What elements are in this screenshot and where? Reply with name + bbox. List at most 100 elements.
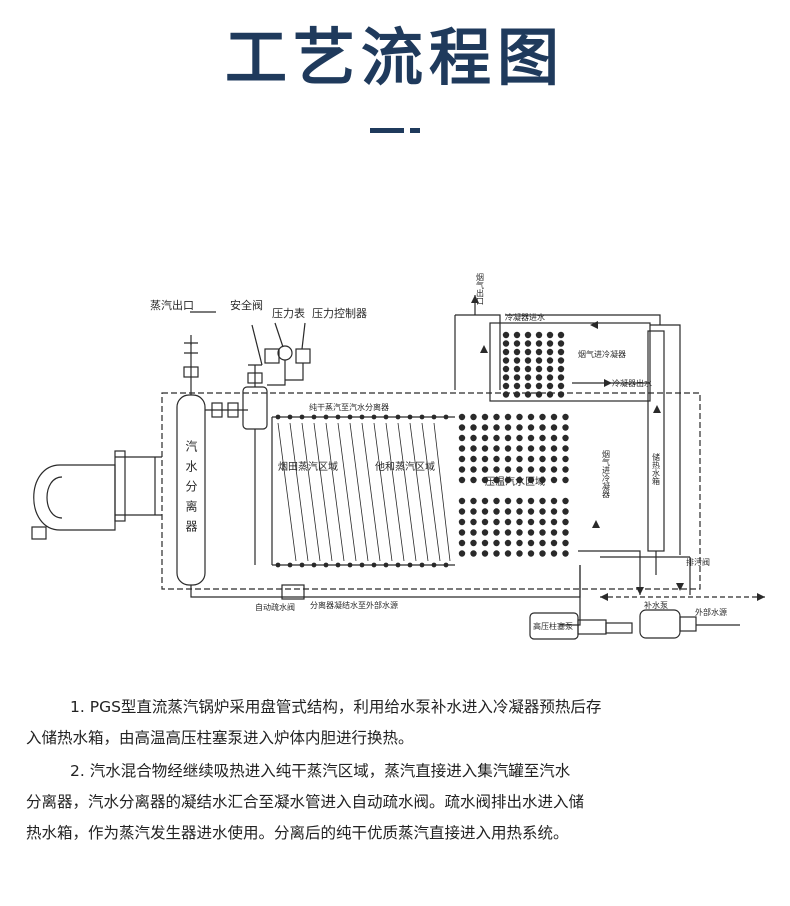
tube-dot	[527, 476, 535, 484]
tube-dot	[539, 413, 546, 421]
tube-dot	[535, 348, 543, 356]
tank-drain	[578, 550, 641, 595]
tube-dot	[458, 497, 466, 505]
label-zone-b: 他和蒸汽区域	[375, 460, 435, 473]
tube-dot	[458, 466, 466, 473]
tube-dot	[562, 529, 569, 536]
tube-dot	[481, 529, 489, 536]
tube-dot	[557, 382, 565, 390]
tube-dot	[458, 550, 466, 557]
tube-dot	[557, 348, 565, 356]
condenser-inlet-line	[505, 314, 661, 325]
tube-dot	[535, 374, 543, 381]
zone-c-dots	[458, 413, 569, 557]
tube-dot	[546, 331, 554, 339]
tube-dot	[527, 550, 535, 557]
tube-dot	[481, 476, 489, 484]
tube-dot	[524, 374, 532, 381]
tube-dot	[527, 508, 535, 515]
tube-dot	[535, 391, 543, 398]
tube-dot	[527, 466, 535, 473]
tube-dot	[557, 340, 565, 347]
tube-dot	[557, 365, 565, 373]
label-drain-valve: 排污阀	[686, 557, 710, 567]
tube-dot	[546, 382, 554, 390]
tube-dot	[516, 434, 523, 442]
burner-housing	[33, 464, 116, 531]
tube-dot	[470, 455, 477, 463]
tube-dot	[493, 455, 500, 463]
tube-dot	[502, 365, 510, 373]
tube-dot	[557, 374, 565, 381]
tube-dot	[546, 340, 554, 347]
label-makeup-pump: 补水泵	[644, 600, 668, 610]
tube-dot	[550, 476, 558, 484]
tube-dot	[546, 365, 554, 373]
tube-dot	[481, 434, 489, 442]
flue-outlet-arrow	[471, 295, 479, 303]
tube-dot	[481, 539, 489, 547]
tube-dot	[524, 331, 532, 339]
makeup-pump	[639, 609, 681, 639]
tube-dot	[458, 508, 466, 515]
tube-dot	[504, 434, 512, 442]
tube-dot	[481, 445, 489, 452]
tube-dot	[539, 466, 546, 473]
label-pressure-gauge: 压力表	[272, 306, 305, 320]
tube-dot	[458, 518, 466, 526]
tube-dot	[550, 550, 558, 557]
tube-dot	[539, 455, 546, 463]
paragraph-2: 2. 汽水混合物经继续吸热进入纯干蒸汽区域，蒸汽直接进入集汽罐至汽水 分离器，汽…	[26, 756, 771, 849]
tube-dot	[516, 497, 523, 505]
tube-dots	[275, 414, 449, 568]
tube-dot	[562, 413, 569, 421]
tube-dot	[493, 529, 500, 536]
tube-dot	[516, 445, 523, 452]
tube-dot	[557, 391, 565, 398]
tube-dot	[504, 508, 512, 515]
tube-dot	[557, 357, 565, 364]
tube-dot	[493, 434, 500, 442]
tube-dot	[527, 445, 535, 452]
tube-dot	[562, 508, 569, 515]
tube-dot	[562, 445, 569, 452]
pressure-gauge	[277, 345, 293, 361]
tube-dot	[516, 424, 523, 431]
tube-dot	[527, 434, 535, 442]
tube-dot	[550, 445, 558, 452]
tube-dot	[524, 357, 532, 364]
tube-dot	[502, 331, 510, 339]
tube-dot	[504, 455, 512, 463]
tube-dot	[513, 331, 521, 339]
tube-dot	[562, 539, 569, 547]
paragraph-1: 1. PGS型直流蒸汽锅炉采用盘管式结构，利用给水泵补水进入冷凝器预热后存 入储…	[26, 692, 771, 754]
condenser-box	[489, 322, 651, 402]
pressure-controller-leader	[301, 322, 306, 350]
steam-outlet-valve	[183, 366, 199, 378]
tube-dot	[546, 348, 554, 356]
tube-dot	[502, 357, 510, 364]
condenser-shell-left	[455, 314, 501, 390]
coil-lines	[277, 422, 451, 562]
tube-dot	[504, 413, 512, 421]
burner-inner	[46, 476, 63, 519]
tube-dot	[539, 550, 546, 557]
tube-dot	[504, 476, 512, 484]
label-condenser-outlet: 冷凝器出水	[612, 378, 652, 388]
tube-dot	[481, 550, 489, 557]
tube-dot	[493, 445, 500, 452]
label-separator: 汽水分离器	[184, 439, 198, 540]
tube-dot	[458, 455, 466, 463]
tube-dot	[481, 466, 489, 473]
tube-dot	[550, 466, 558, 473]
tube-dot	[493, 424, 500, 431]
tube-dot	[470, 476, 477, 484]
flow-arrows	[471, 295, 765, 601]
paragraph-2-line-2: 分离器，汽水分离器的凝结水汇合至凝水管进入自动疏水阀。疏水阀排出水进入储	[26, 793, 585, 811]
tube-dot	[562, 466, 569, 473]
tube-dot	[470, 529, 477, 536]
tube-dot	[546, 374, 554, 381]
tube-dot	[470, 518, 477, 526]
label-separator-condensate: 分离器凝结水至外部水源	[310, 600, 398, 610]
tube-dot	[539, 497, 546, 505]
